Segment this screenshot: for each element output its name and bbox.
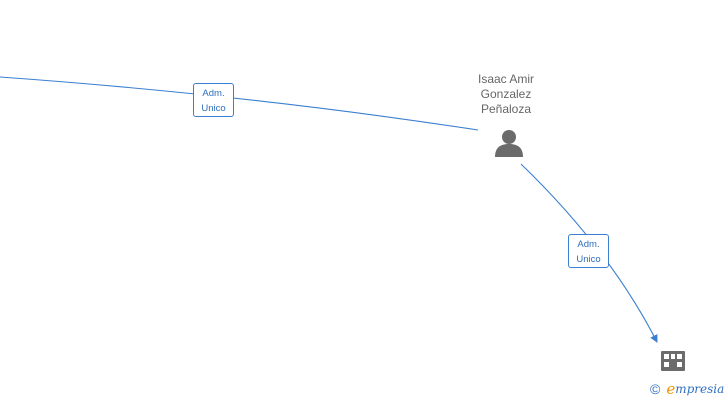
edge-label-2-line2: Unico <box>576 254 601 265</box>
logo-e: e <box>666 380 676 398</box>
person-name-line3: Peñaloza <box>480 102 532 116</box>
person-name-line1: Isaac Amir <box>477 72 534 86</box>
edge-label-2[interactable]: Adm. Unico <box>568 234 609 268</box>
person-icon[interactable] <box>493 128 525 158</box>
person-name-line2: Gonzalez <box>480 87 532 101</box>
empresia-logo: © e mpresia <box>650 380 724 398</box>
edge-label-1-line2: Unico <box>201 103 226 114</box>
logo-text: mpresia <box>675 382 725 396</box>
building-icon[interactable] <box>661 351 685 371</box>
edge-label-1-line1: Adm. <box>202 88 225 99</box>
person-node-name[interactable]: Isaac Amir Gonzalez Peñaloza <box>456 72 556 117</box>
edge-label-1[interactable]: Adm. Unico <box>193 83 234 117</box>
edge-label-2-line1: Adm. <box>577 239 600 250</box>
edge-line-incoming <box>0 76 479 131</box>
copyright-symbol: © <box>650 381 661 397</box>
